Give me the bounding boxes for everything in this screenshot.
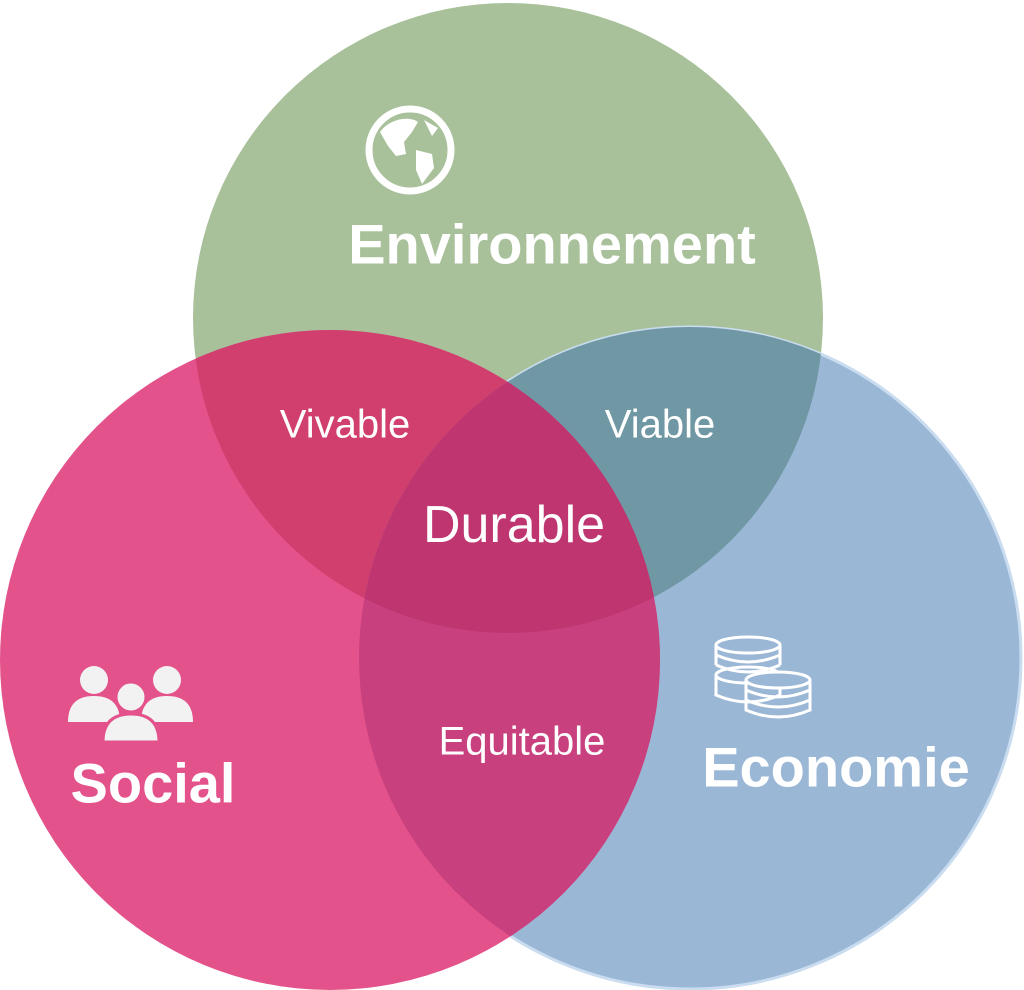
- equitable-label: Equitable: [438, 719, 606, 764]
- coins-icon: [714, 635, 812, 719]
- environment-label: Environnement: [348, 212, 756, 276]
- vivable-label: Vivable: [279, 402, 411, 447]
- globe-icon: [365, 105, 455, 195]
- people-icon: [68, 666, 193, 744]
- durable-label: Durable: [422, 496, 606, 554]
- economy-label: Economie: [702, 735, 970, 799]
- social-label: Social: [70, 751, 236, 815]
- viable-label: Viable: [604, 402, 716, 447]
